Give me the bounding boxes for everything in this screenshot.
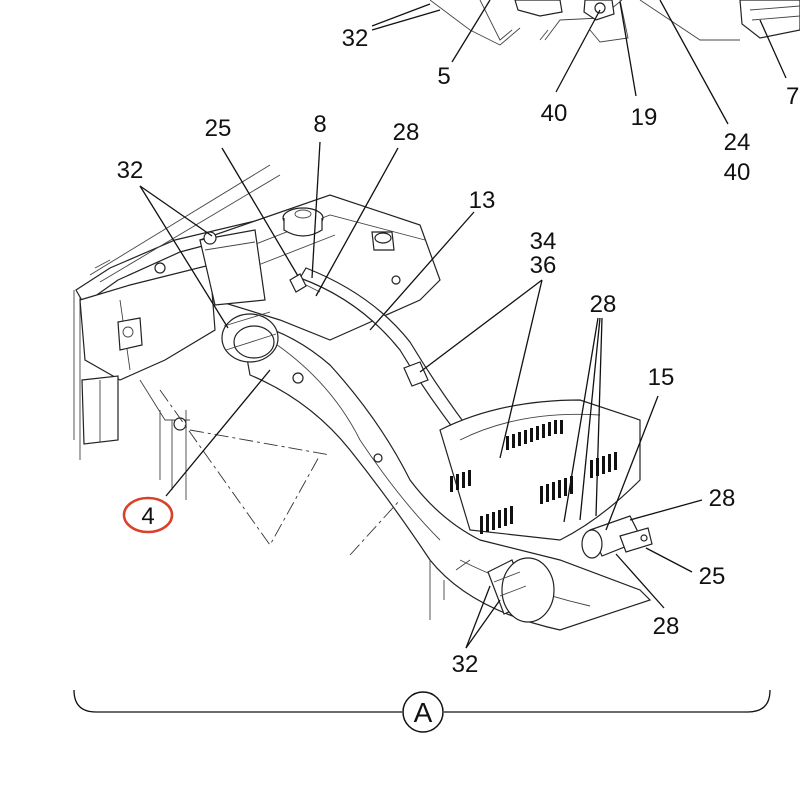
- callout-32-top: 32: [342, 25, 369, 52]
- callout-13: 13: [469, 187, 496, 214]
- intake-pipe: [221, 311, 652, 631]
- view-a-bracket: A: [73, 689, 771, 733]
- callout-28-mid: 28: [590, 291, 617, 318]
- callout-24: 24: [724, 129, 751, 156]
- callout-4: 4: [141, 503, 154, 530]
- callout-5: 5: [437, 63, 450, 90]
- muffler: [429, 399, 653, 620]
- leader-lines: [139, 0, 787, 649]
- callout-28-right: 28: [709, 485, 736, 512]
- highlight-ring: [122, 496, 174, 534]
- callout-28-top: 28: [393, 119, 420, 146]
- callout-7: 7: [786, 83, 799, 110]
- callout-25-right: 25: [699, 563, 726, 590]
- callout-36: 36: [530, 252, 557, 279]
- callout-32-bottom: 32: [452, 651, 479, 678]
- callout-32-left: 32: [117, 157, 144, 184]
- view-a-label: A: [414, 697, 433, 728]
- upper-housing: [154, 194, 441, 341]
- upper-assembly-partial: [429, 0, 800, 46]
- callout-labels: 32 5 40 19 24 40 7 25 8 28 32 13 34 36 2…: [117, 25, 800, 678]
- callout-28-low: 28: [653, 613, 680, 640]
- callout-40-top: 40: [541, 100, 568, 127]
- callout-15: 15: [648, 364, 675, 391]
- callout-40-b: 40: [724, 159, 751, 186]
- callout-8: 8: [313, 111, 326, 138]
- callout-25-top: 25: [205, 115, 232, 142]
- view-a-circle: [402, 691, 444, 733]
- callout-19: 19: [631, 104, 658, 131]
- centre-lines: [159, 389, 401, 556]
- callout-34: 34: [530, 228, 557, 255]
